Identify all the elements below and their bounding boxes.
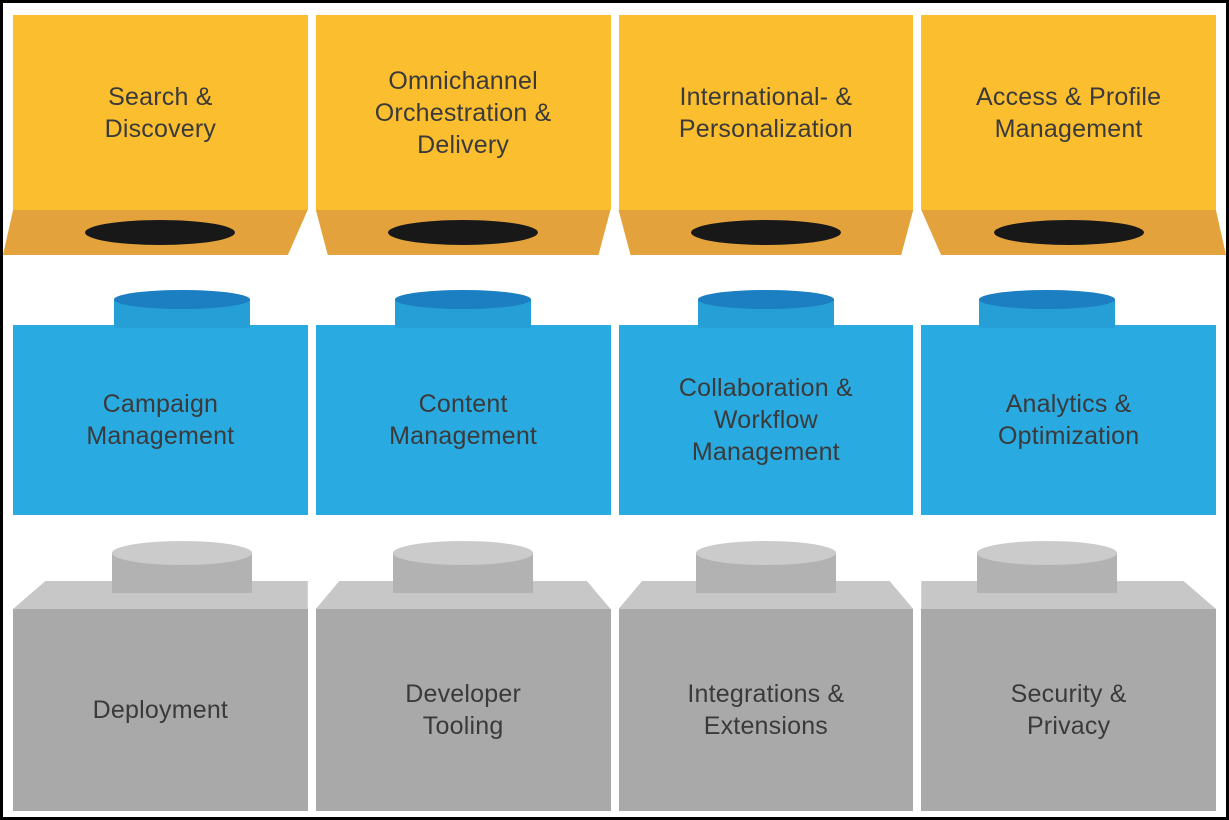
block-integrations-and-extensions: Integrations & Extensions: [618, 541, 914, 811]
block-label: Security & Privacy: [1010, 680, 1127, 740]
block-label: Search & Discovery: [104, 82, 217, 143]
tube-socket-icon: [388, 220, 539, 245]
block-underside: [921, 210, 1226, 255]
stud-top: [112, 541, 253, 565]
block-face: Campaign Management: [13, 325, 308, 515]
block-underside: [618, 210, 914, 255]
stud-icon: [395, 290, 532, 328]
block-collaboration-and-workflow-management: Collaboration & Workflow Management: [618, 290, 914, 515]
block-face: Deployment: [13, 609, 308, 811]
block-access-and-profile-management: Access & Profile Management: [921, 15, 1226, 255]
block-omnichannel-orchestration-and-delivery: Omnichannel Orchestration & Delivery: [315, 15, 611, 255]
block-face: Developer Tooling: [315, 609, 611, 811]
block-underside: [3, 210, 308, 255]
stud-top: [978, 290, 1115, 309]
tier-bottom-row: Deployment Developer Tooling Integration…: [13, 541, 1216, 811]
block-face: Security & Privacy: [921, 609, 1216, 811]
stud-top: [695, 541, 836, 565]
block-face: Analytics & Optimization: [921, 325, 1216, 515]
stud-icon: [393, 541, 534, 593]
block-face: Access & Profile Management: [921, 15, 1216, 210]
block-developer-tooling: Developer Tooling: [315, 541, 611, 811]
block-label: International- & Personalization: [678, 82, 853, 143]
stud-icon: [976, 541, 1117, 593]
stud-icon: [978, 290, 1115, 328]
block-underside: [315, 210, 611, 255]
stud-top: [114, 290, 251, 309]
block-label: Campaign Management: [86, 390, 235, 450]
block-content-management: Content Management: [315, 290, 611, 515]
block-face: Search & Discovery: [13, 15, 308, 210]
block-label: Collaboration & Workflow Management: [678, 374, 853, 466]
block-label: Deployment: [92, 696, 229, 724]
block-label: Analytics & Optimization: [997, 390, 1140, 450]
block-label: Omnichannel Orchestration & Delivery: [374, 66, 552, 159]
tube-socket-icon: [85, 220, 236, 245]
tier-top-row: Search & Discovery Omnichannel Orchestra…: [3, 15, 1226, 255]
block-label: Access & Profile Management: [976, 82, 1162, 143]
stud-icon: [114, 290, 251, 328]
block-deployment: Deployment: [13, 541, 308, 811]
stud-icon: [112, 541, 253, 593]
block-face: International- & Personalization: [618, 15, 914, 210]
tier-middle-row: Campaign Management Content Management C…: [13, 290, 1216, 515]
stud-top: [976, 541, 1117, 565]
block-label: Developer Tooling: [405, 680, 521, 740]
tube-socket-icon: [993, 220, 1144, 245]
block-label: Content Management: [389, 390, 538, 450]
block-face: Omnichannel Orchestration & Delivery: [315, 15, 611, 210]
block-search-and-discovery: Search & Discovery: [3, 15, 308, 255]
block-campaign-management: Campaign Management: [13, 290, 308, 515]
tube-socket-icon: [690, 220, 841, 245]
block-analytics-and-optimization: Analytics & Optimization: [921, 290, 1216, 515]
stud-top: [697, 290, 834, 309]
block-international-and-personalization: International- & Personalization: [618, 15, 914, 255]
stud-top: [393, 541, 534, 565]
block-security-and-privacy: Security & Privacy: [921, 541, 1216, 811]
block-face: Content Management: [315, 325, 611, 515]
block-label: Integrations & Extensions: [687, 680, 845, 740]
stud-icon: [697, 290, 834, 328]
block-face: Collaboration & Workflow Management: [618, 325, 914, 515]
stud-icon: [695, 541, 836, 593]
stud-top: [395, 290, 532, 309]
block-face: Integrations & Extensions: [618, 609, 914, 811]
